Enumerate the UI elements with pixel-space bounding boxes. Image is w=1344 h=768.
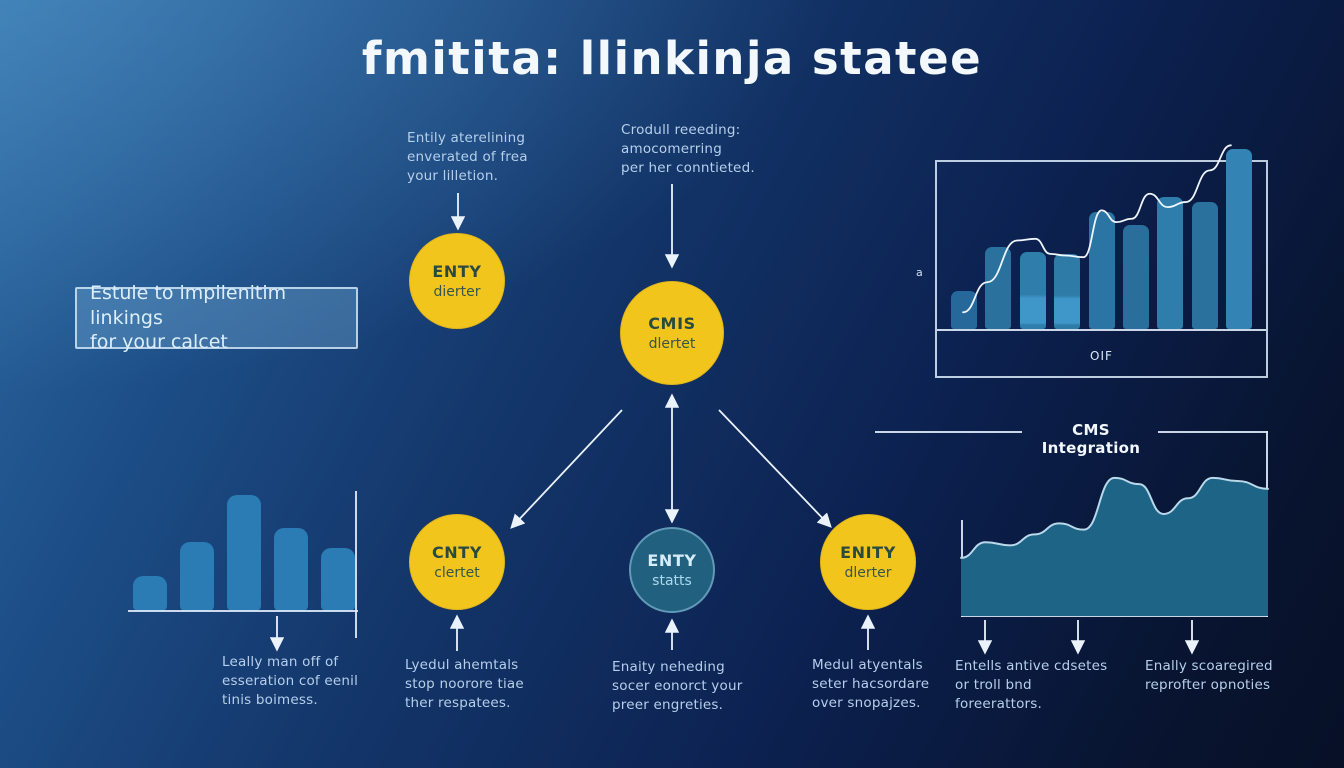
framed-chart-bar bbox=[1157, 197, 1184, 329]
annotation-bottom-6: Enally scoaregired reprofter opnoties bbox=[1145, 658, 1273, 693]
node-entity-left: CNTY clertet bbox=[409, 514, 505, 610]
annotation-bottom-3: Enaity neheding socer eonorct your preer… bbox=[612, 659, 743, 713]
arrow-cms-to-entity-right bbox=[718, 409, 832, 528]
node-entity-left-sublabel: clertet bbox=[434, 565, 480, 581]
mini-bar-chart-bars bbox=[133, 494, 355, 611]
arrow-cms-to-entity-left bbox=[510, 409, 623, 529]
node-entity-right-label: ENITY bbox=[840, 543, 896, 562]
node-entity-right-sublabel: dlerter bbox=[844, 565, 892, 581]
mini-chart-bar bbox=[321, 547, 355, 611]
node-cms-label: CMIS bbox=[648, 314, 696, 333]
mini-chart-bar bbox=[133, 575, 167, 611]
framed-chart-bar bbox=[1054, 253, 1081, 329]
framed-chart-bar bbox=[1226, 148, 1252, 329]
annotation-bottom-5: Entells antive cdsetes or troll bnd fore… bbox=[955, 658, 1108, 712]
area-title-rule-right bbox=[1158, 431, 1268, 433]
framed-chart-x-label: OIF bbox=[1090, 349, 1113, 363]
area-chart-fill bbox=[961, 477, 1268, 616]
mini-chart-x-axis bbox=[128, 610, 358, 612]
framed-chart-bar bbox=[1019, 252, 1046, 329]
node-cms-sublabel: dlertet bbox=[648, 336, 696, 352]
framed-chart-line bbox=[963, 145, 1231, 312]
framed-chart-bar bbox=[951, 290, 977, 329]
framed-chart-y-label: a bbox=[916, 266, 923, 279]
framed-chart-bar bbox=[1191, 202, 1218, 329]
framed-chart-x-axis bbox=[937, 329, 1266, 331]
framed-chart-line-overlay bbox=[951, 162, 1252, 329]
mini-chart-bar bbox=[274, 527, 308, 611]
node-entity-top-sublabel: dierter bbox=[433, 284, 481, 300]
info-box: Estule to impilenitim linkings for your … bbox=[75, 282, 358, 353]
annotation-bottom-2: Lyedul ahemtals stop noorore tiae ther r… bbox=[405, 657, 524, 711]
area-title-rule-left bbox=[875, 431, 1022, 433]
node-cms-center: CMIS dlertet bbox=[620, 281, 724, 385]
node-entity-top: ENTY dierter bbox=[409, 233, 505, 329]
framed-bar-chart-bars bbox=[951, 148, 1252, 329]
mini-chart-bar bbox=[227, 495, 261, 611]
mini-chart-bar bbox=[180, 541, 214, 611]
node-entity-mid-label: ENTY bbox=[647, 551, 697, 570]
node-entity-left-label: CNTY bbox=[431, 543, 483, 562]
node-entity-mid-sublabel: statts bbox=[652, 573, 692, 589]
area-chart-stroke bbox=[961, 478, 1268, 558]
area-chart bbox=[961, 459, 1268, 616]
node-entity-mid: ENTY statts bbox=[629, 527, 715, 613]
area-chart-title: CMS Integration bbox=[1041, 421, 1141, 457]
framed-chart-bar bbox=[1122, 225, 1149, 329]
area-chart-x-axis bbox=[961, 615, 1268, 617]
annotation-top-left: Entily aterelining enverated of frea you… bbox=[407, 130, 528, 184]
framed-chart-bar bbox=[985, 247, 1012, 329]
node-entity-right: ENITY dlerter bbox=[820, 514, 916, 610]
annotation-top-center: Crodull reeeding: amocomerring per her c… bbox=[621, 122, 755, 176]
annotation-bottom-4: Medul atyentals seter hacsordare over sn… bbox=[812, 657, 930, 711]
mini-chart-y-axis bbox=[355, 491, 357, 638]
framed-bar-chart: OIF bbox=[935, 160, 1268, 378]
annotation-bottom-1: Leally man off of esseration cof eenil t… bbox=[222, 654, 359, 708]
page-title: fmitita: llinkinja statee bbox=[361, 32, 983, 85]
node-entity-top-label: ENTY bbox=[432, 262, 482, 281]
